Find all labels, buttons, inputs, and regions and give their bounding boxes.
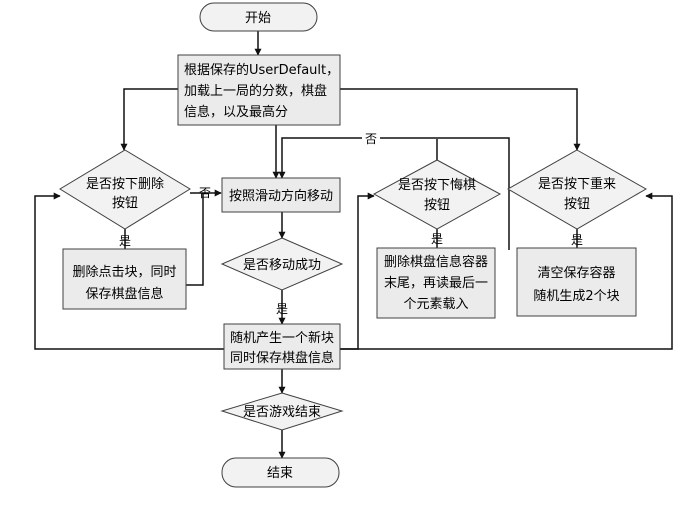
move-decision-shape <box>220 237 344 291</box>
edge-label-no-delete: 否 <box>199 186 211 200</box>
spawn-process-box <box>223 323 341 370</box>
node-load: 根据保存的UserDefault， 加载上一局的分数，棋盘 信息，以及最高分 <box>177 54 341 126</box>
node-undo-question: 是否按下悔棋 按钮 <box>372 159 502 230</box>
undo-action-box <box>376 247 496 319</box>
undo-act-line-3: 个元素载入 <box>403 297 468 312</box>
edge-label-no-top: 否 <box>365 132 377 146</box>
edge-load-to-restart-q <box>340 88 581 151</box>
node-delete-action: 删除点击块，同时 保存棋盘信息 <box>62 248 187 310</box>
node-move: 按照滑动方向移动 <box>221 177 341 213</box>
undo-decision-shape <box>372 159 502 230</box>
restart-q-line-1: 是否按下重来 <box>538 176 616 192</box>
edge-label-yes-restart: 是 <box>571 233 583 247</box>
start-terminal-shape <box>199 2 318 32</box>
node-delete-question: 是否按下删除 按钮 <box>59 149 191 230</box>
load-process-box <box>177 54 341 126</box>
move-q-label: 是否移动成功 <box>243 258 321 273</box>
node-undo-action: 删除棋盘信息容器 末尾，再读最后一 个元素载入 <box>376 247 496 319</box>
node-move-question: 是否移动成功 <box>220 237 344 291</box>
restart-decision-shape <box>506 149 648 230</box>
edge-no-return-to-move <box>278 137 510 250</box>
over-q-label: 是否游戏结束 <box>243 405 321 420</box>
move-process-box <box>221 177 341 213</box>
node-end: 结束 <box>221 457 340 488</box>
undo-act-line-2: 末尾，再读最后一 <box>384 276 488 291</box>
node-over-question: 是否游戏结束 <box>220 392 344 431</box>
edge-spawn-left-loop <box>34 192 224 350</box>
start-label: 开始 <box>245 11 271 26</box>
delete-decision-shape <box>59 149 191 230</box>
undo-q-line-2: 按钮 <box>424 198 450 213</box>
spawn-line-1: 随机产生一个新块 <box>230 330 334 346</box>
restart-act-line-1: 清空保存容器 <box>537 265 615 281</box>
edge-delete-act-to-move <box>186 193 204 286</box>
restart-q-line-2: 按钮 <box>564 197 590 212</box>
node-restart-question: 是否按下重来 按钮 <box>506 149 648 230</box>
edge-label-yes-delete: 是 <box>119 234 131 248</box>
undo-q-line-1: 是否按下悔棋 <box>398 178 476 193</box>
move-label: 按照滑动方向移动 <box>229 188 333 204</box>
edge-spawn-right-loop <box>340 192 673 350</box>
edge-label-yes-move: 是 <box>276 302 288 316</box>
restart-action-box <box>516 247 637 317</box>
load-line-3: 信息，以及最高分 <box>184 104 288 120</box>
node-restart-action: 清空保存容器 随机生成2个块 <box>516 247 637 317</box>
delete-action-box <box>62 248 187 310</box>
restart-act-line-2: 随机生成2个块 <box>533 289 619 304</box>
node-spawn: 随机产生一个新块 同时保存棋盘信息 <box>223 323 341 370</box>
edges <box>34 31 673 459</box>
end-terminal-shape <box>221 457 340 488</box>
delete-q-line-2: 按钮 <box>112 196 138 211</box>
delete-act-line-1: 删除点击块，同时 <box>72 265 176 280</box>
no-top-label-bg <box>362 131 380 145</box>
end-label: 结束 <box>267 466 293 481</box>
edge-spawn-mid-loop <box>340 192 375 350</box>
delete-act-line-2: 保存棋盘信息 <box>85 286 163 302</box>
edge-label-yes-undo: 是 <box>431 232 443 246</box>
spawn-line-2: 同时保存棋盘信息 <box>230 350 334 366</box>
game-over-decision-shape <box>220 392 344 431</box>
edge-load-to-delete-q <box>120 88 178 151</box>
undo-act-line-1: 删除棋盘信息容器 <box>384 254 488 270</box>
load-line-2: 加载上一局的分数，棋盘 <box>184 83 327 99</box>
edge-labels: 否 否 是 是 是 是 <box>119 131 583 316</box>
node-start: 开始 <box>199 2 318 32</box>
load-line-1: 根据保存的UserDefault， <box>184 62 339 78</box>
delete-q-line-1: 是否按下删除 <box>86 177 164 192</box>
